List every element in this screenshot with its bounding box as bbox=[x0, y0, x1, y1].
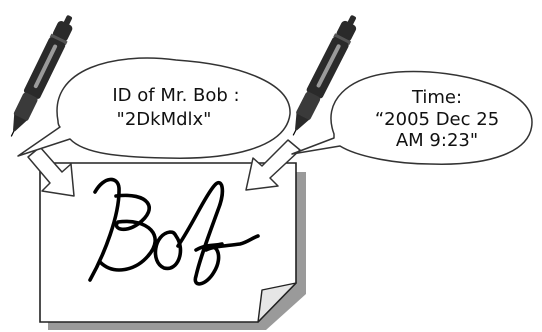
left-speech-bubble: ID of Mr. Bob : "2DkMdlx" bbox=[18, 58, 290, 158]
time-clock-value: AM 9:23" bbox=[396, 130, 478, 151]
time-date-value: “2005 Dec 25 bbox=[375, 109, 499, 130]
arrow-icon bbox=[28, 147, 74, 196]
bob-id-label: ID of Mr. Bob : bbox=[112, 85, 239, 106]
time-label: Time: bbox=[411, 87, 462, 108]
bob-id-value: "2DkMdlx" bbox=[117, 109, 212, 130]
pen-nib bbox=[293, 130, 296, 135]
pen-nib bbox=[11, 131, 14, 136]
